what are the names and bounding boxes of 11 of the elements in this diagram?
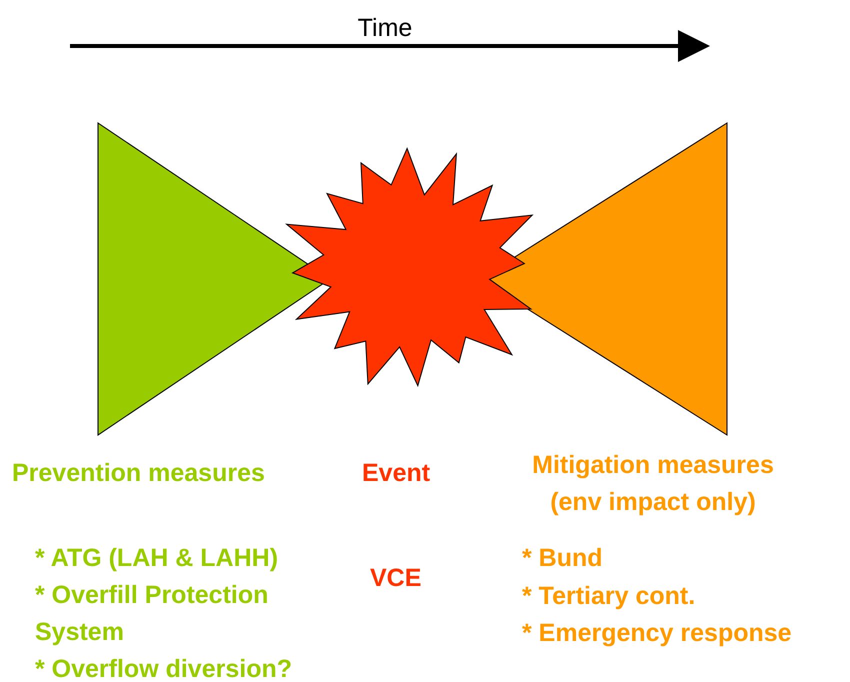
list-item: * Overfill Protection System [35,580,270,648]
list-item: * Emergency response [522,618,793,649]
heading: Event [362,458,432,489]
list-item: * Tertiary cont. [522,581,696,612]
axis-label: Time [356,13,414,44]
list-item: * ATG (LAH & LAHH) [35,543,280,574]
list-item: VCE [370,563,422,594]
heading: Mitigation measures (env impact only) [531,450,775,518]
list-item: * Bund [522,543,604,574]
list-item: * Overflow diversion? [35,654,294,682]
heading: Prevention measures [12,458,266,489]
